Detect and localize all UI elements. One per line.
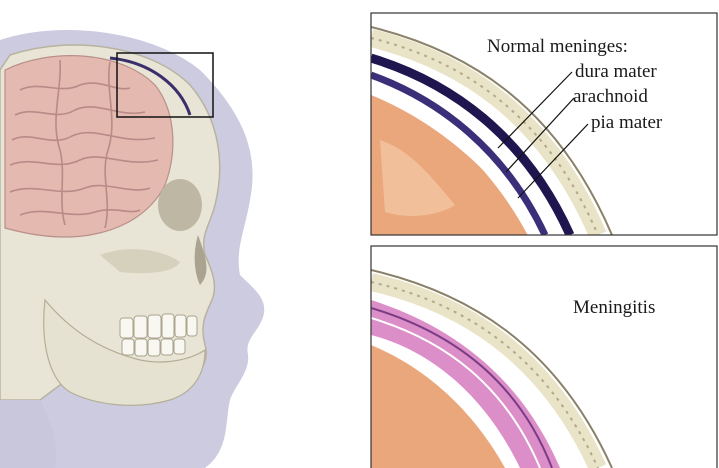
label-dura-mater: dura mater: [575, 62, 657, 81]
label-arachnoid: arachnoid: [573, 87, 648, 106]
label-pia-mater: pia mater: [591, 113, 662, 132]
meningitis-title: Meningitis: [573, 298, 655, 317]
normal-meninges-title: Normal meninges:: [487, 37, 628, 56]
